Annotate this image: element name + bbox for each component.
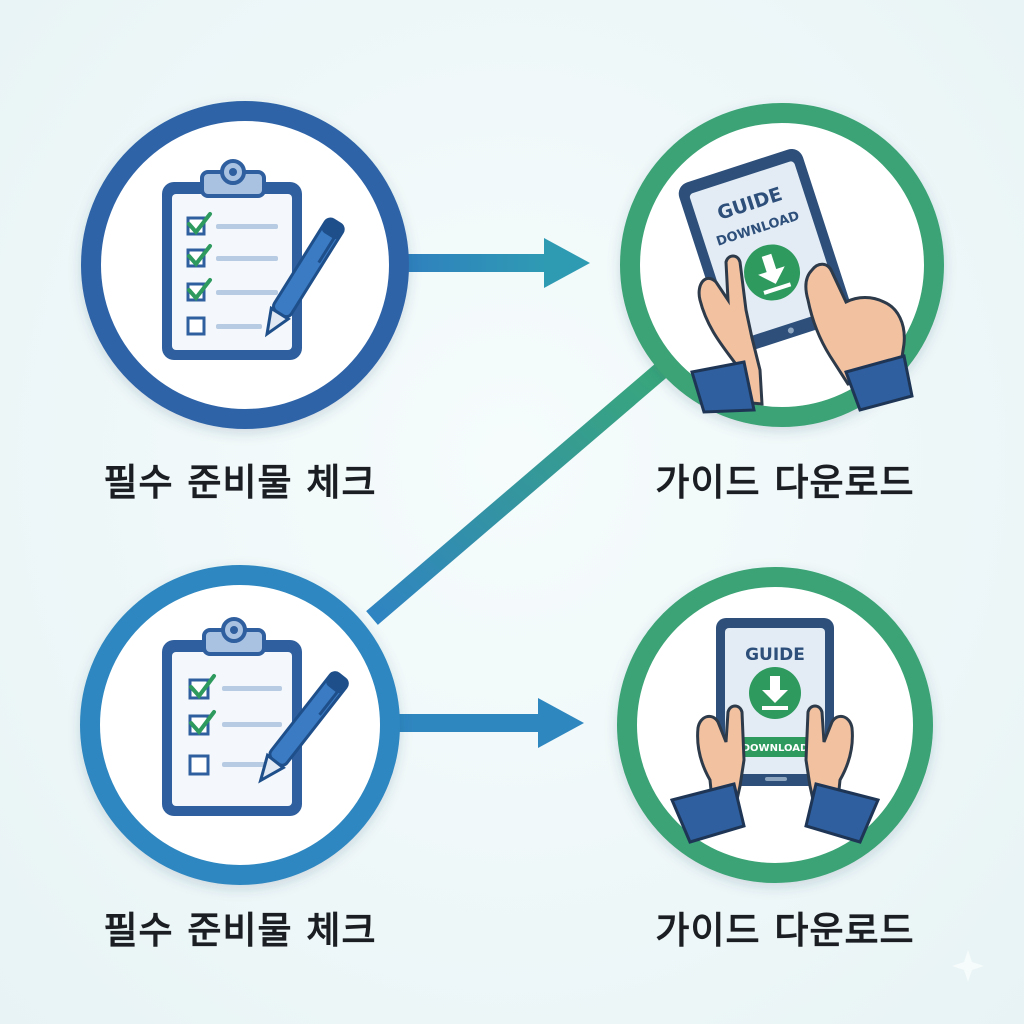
step-label-checklist-top: 필수 준비물 체크 [103,461,377,504]
checkbox-empty-icon [188,754,210,776]
step-label-guide-bottom: 가이드 다운로드 [655,909,915,952]
sparkle-icon [952,950,984,982]
connector-diagonal [366,361,670,625]
tablet-icon: GUIDE DOWNLOAD [716,618,834,786]
checkbox-checked-icon [186,278,212,302]
download-icon [749,667,801,719]
hand-right-icon [804,704,881,844]
step-label-guide-top: 가이드 다운로드 [655,461,915,504]
hand-left-icon [669,704,746,844]
clipboard-icon [162,159,302,360]
connector-bottom [392,698,584,748]
download-button: DOWNLOAD [734,737,816,757]
step-circle-checklist-bottom [80,565,400,885]
checkbox-checked-icon [186,212,212,236]
checkbox-checked-icon [186,244,212,268]
checkbox-empty-icon [186,316,206,336]
pen-icon [258,671,349,784]
checkbox-checked-icon [188,674,216,700]
step-circle-guide-bottom: GUIDE DOWNLOAD [617,567,933,883]
hand-left-icon [690,254,764,414]
download-button-label: DOWNLOAD [742,743,809,754]
download-icon [744,244,801,301]
connector-top [398,238,590,288]
clipboard-icon [162,617,302,816]
step-circle-checklist-top [81,101,409,429]
step-label-checklist-bottom: 필수 준비물 체크 [103,909,377,952]
pen-icon [264,217,345,338]
checkbox-checked-icon [188,710,216,736]
tablet-title: GUIDE [745,645,805,665]
step-circle-guide-top: GUIDE DOWNLOAD [620,103,944,427]
hand-right-icon [804,262,914,412]
